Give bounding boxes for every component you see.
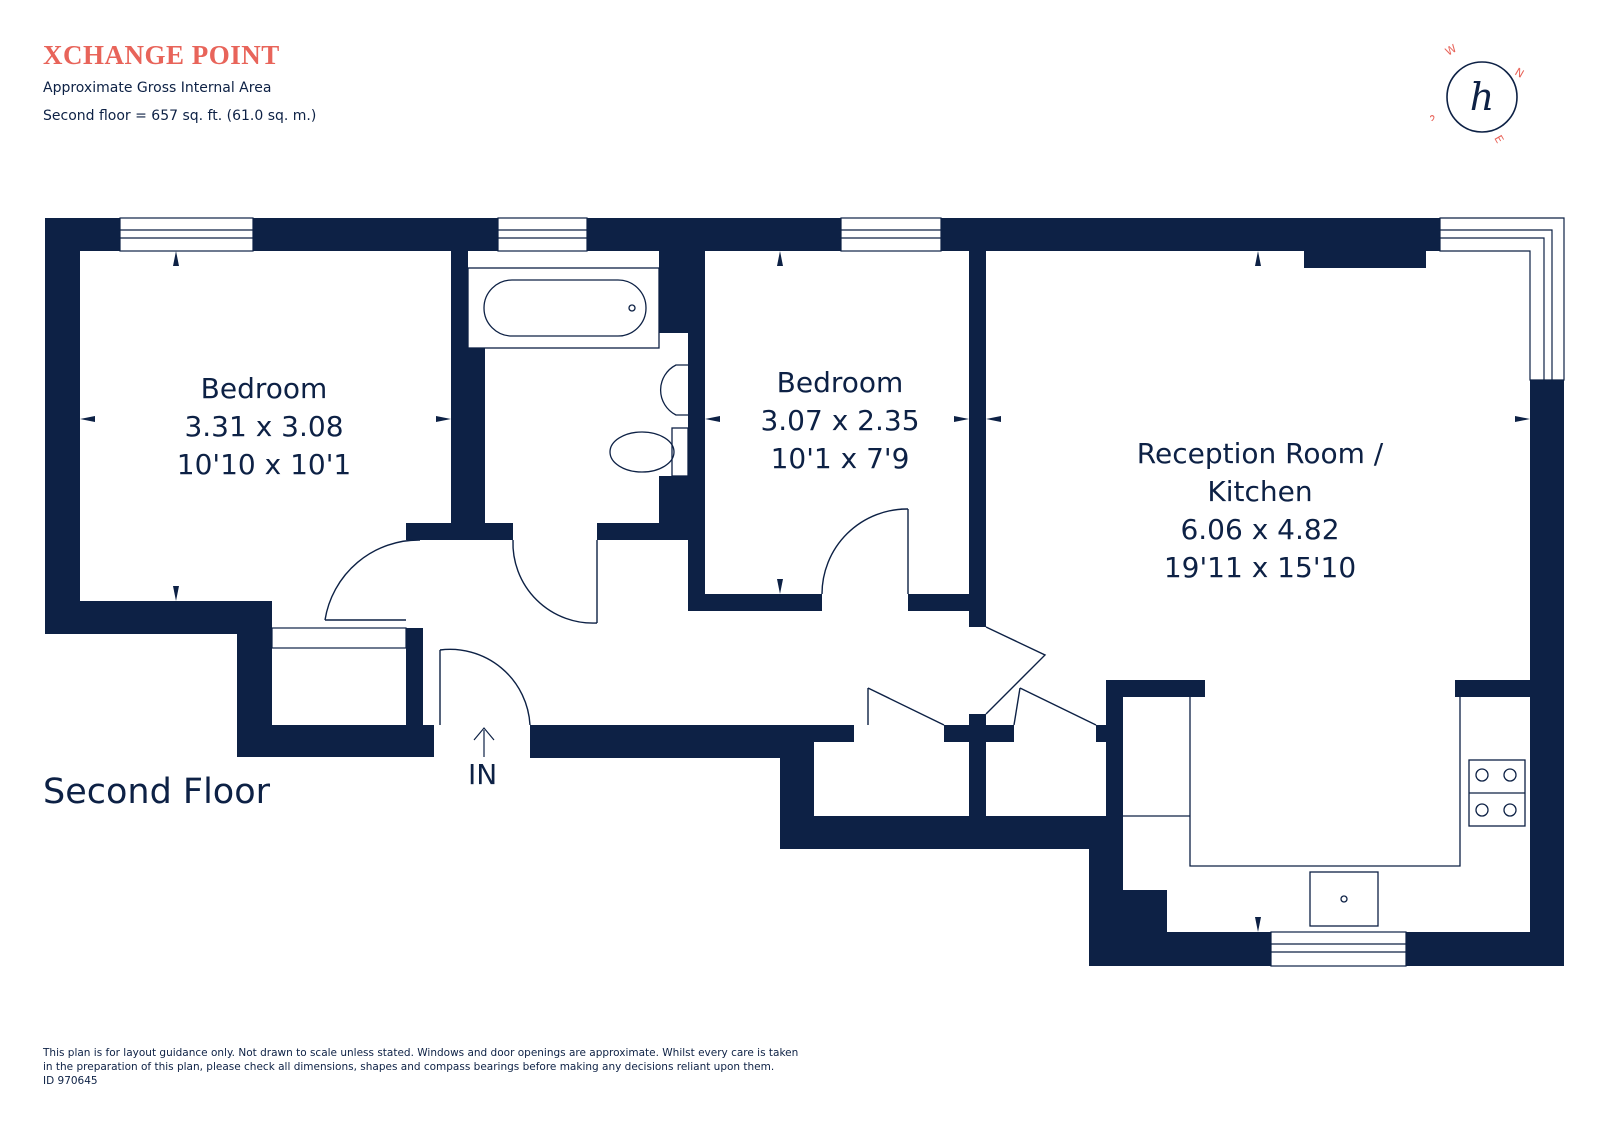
wall-cupboard-bottom [237,725,434,757]
wall-store-top-1 [814,725,854,742]
entry-arrow-icon [473,727,495,757]
wall-bed1-right [451,218,468,523]
door-reception [985,626,1047,715]
wall-bed2-bottom-1 [688,594,822,611]
plan-id: ID 970645 [43,1075,98,1087]
area-label: Approximate Gross Internal Area [43,80,272,96]
door-bedroom1 [324,539,421,621]
room-imperial: 10'10 x 10'1 [176,448,352,481]
wall-right-notch [1455,680,1564,697]
wall-top-5 [1304,251,1426,268]
wall-kitchen-top [1106,680,1205,697]
wall-top-4 [941,218,1440,251]
compass-circle [1446,61,1518,133]
sink-icon [660,364,688,416]
room-label-bedroom-1: Bedroom 3.31 x 3.08 10'10 x 10'1 [164,370,364,484]
area-value: Second floor = 657 sq. ft. (61.0 sq. m.) [43,108,317,124]
room-name: Bedroom [776,366,904,399]
wall-bath-lower [659,476,688,540]
room-metric: 6.06 x 4.82 [1180,513,1340,546]
windows [119,217,1565,967]
room-name-line2: Kitchen [1207,475,1313,508]
door-store-1 [867,687,945,726]
disclaimer-line-2: in the preparation of this plan, please … [43,1061,775,1073]
wall-bed2-left [688,251,705,611]
toilet-icon [609,431,675,473]
entry-label: IN [468,758,498,791]
wall-store-bottom [780,816,1123,849]
compass-dir-s: S [1430,111,1438,124]
dimension-markers [80,251,1530,932]
wall-cupboard-right [406,628,423,756]
room-metric: 3.31 x 3.08 [184,410,344,443]
wall-top-3 [587,218,841,251]
walls [45,218,1564,966]
bathtub-outline [467,267,660,349]
room-name-line1: Reception Room / [1136,437,1384,470]
wall-bed1-bottom [45,601,272,634]
room-name: Bedroom [200,372,328,405]
kitchen-sink-icon [1309,871,1379,927]
door-entrance [439,648,531,726]
wall-hall-bottom-1 [530,725,785,758]
brand-title: XCHANGE POINT [43,40,280,70]
compass-logo-icon: h W N S E [1430,42,1526,146]
room-label-reception-kitchen: Reception Room / Kitchen 6.06 x 4.82 19'… [1110,435,1410,587]
door-bedroom2 [821,508,909,595]
bathtub-basin-icon [483,279,647,337]
door-store-2 [1019,687,1097,726]
room-metric: 3.07 x 2.35 [760,404,920,437]
wall-left [45,218,80,634]
room-label-bedroom-2: Bedroom 3.07 x 2.35 10'1 x 7'9 [740,364,940,478]
disclaimer: This plan is for layout guidance only. N… [43,1046,843,1088]
window-bed1 [119,217,254,252]
window-cupboard-shelf [271,627,407,649]
room-imperial: 19'11 x 15'10 [1163,551,1357,584]
wall-right [1530,380,1564,966]
wall-bed2-right [969,251,986,627]
wall-hall-top-1 [406,523,513,540]
window-bed2 [840,217,942,252]
wall-store-top-3 [1096,725,1123,742]
wall-bed2-bottom-2 [908,594,978,611]
doors [324,508,1097,726]
compass-logo-letter: h [1470,75,1494,119]
window-bath [497,217,588,252]
window-kitchen [1270,931,1407,967]
fixtures [467,267,1526,927]
wall-bottom-2 [1406,932,1564,966]
toilet-cistern [671,427,689,477]
room-imperial: 10'1 x 7'9 [770,442,910,475]
wall-store-top-2 [944,725,1014,742]
window-reception-corner [1439,217,1565,381]
floor-title: Second Floor [43,772,271,812]
disclaimer-line-1: This plan is for layout guidance only. N… [43,1047,799,1059]
wall-bath-right [659,251,688,333]
door-bathroom [512,539,598,624]
kitchen-counter [1189,697,1461,867]
